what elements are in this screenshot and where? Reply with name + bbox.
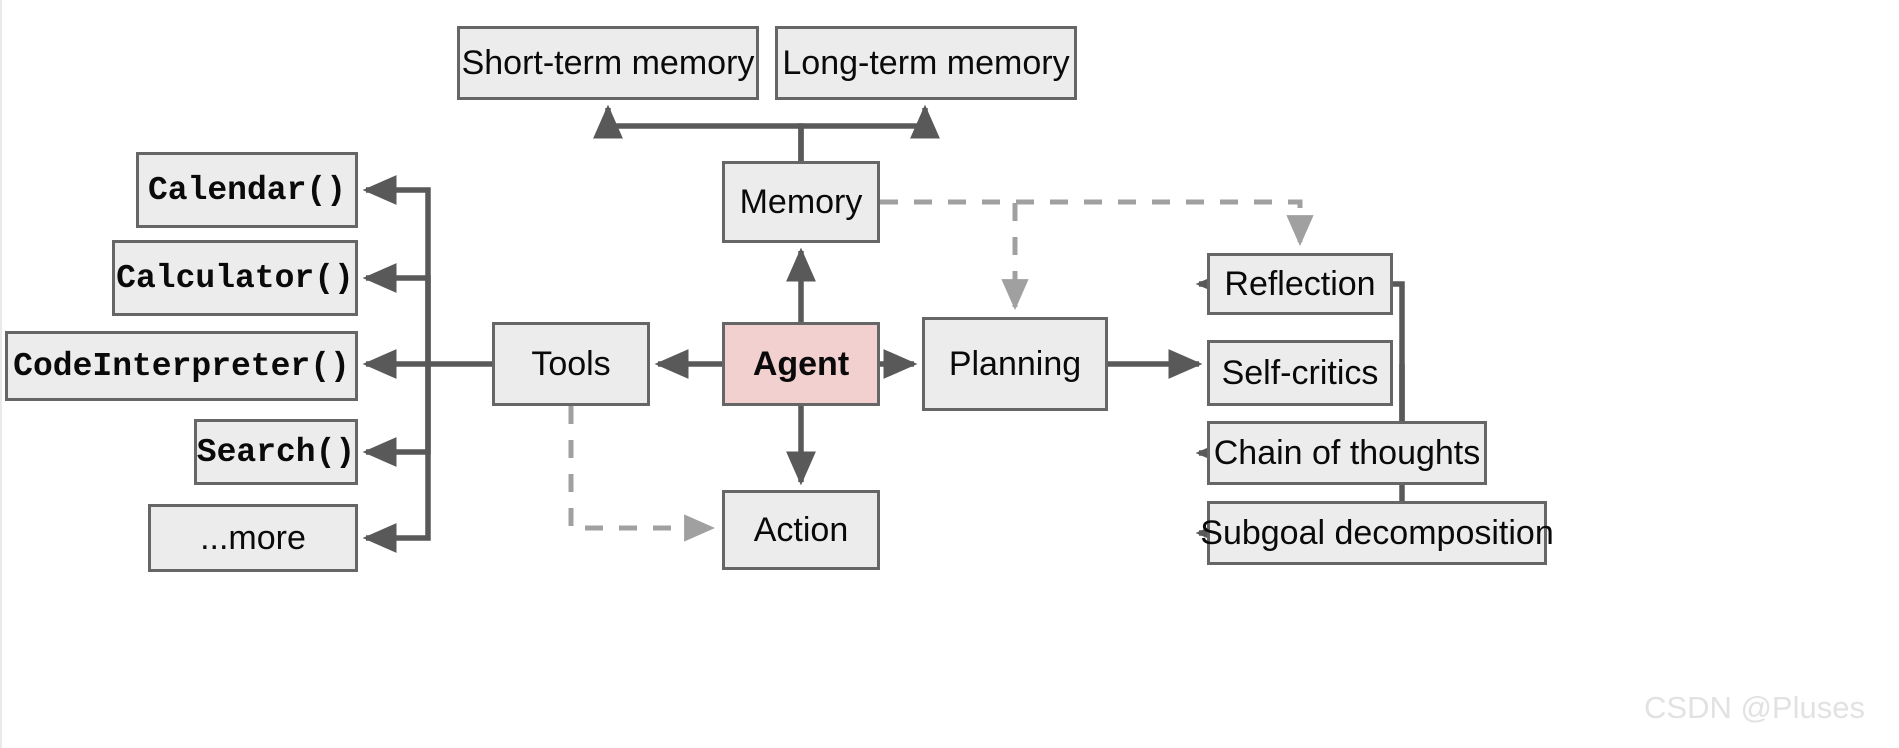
edge-tools-to-calculator (362, 262, 431, 364)
node-more[interactable]: ...more (148, 504, 358, 572)
node-reflection[interactable]: Reflection (1207, 253, 1393, 315)
edge-tools-to-more (362, 364, 431, 554)
edge-tools-to-action-dashed (568, 406, 716, 542)
edge-memory-to-planning-dashed (880, 199, 1029, 311)
node-chain-of-thoughts[interactable]: Chain of thoughts (1207, 421, 1487, 485)
node-search[interactable]: Search() (194, 419, 358, 485)
edge-tools-to-search (362, 364, 431, 468)
edge-memory-to-long-term-memory (798, 104, 941, 161)
node-long-term-memory[interactable]: Long-term memory (775, 26, 1077, 100)
node-calendar[interactable]: Calendar() (136, 152, 358, 228)
edge-memory-to-reflection-dashed (880, 199, 1314, 247)
node-agent[interactable]: Agent (722, 322, 880, 406)
node-action[interactable]: Action (722, 490, 880, 570)
watermark-label: CSDN @Pluses (1644, 690, 1865, 725)
node-code-interpreter[interactable]: CodeInterpreter() (5, 331, 358, 401)
node-tools[interactable]: Tools (492, 322, 650, 406)
node-short-term-memory[interactable]: Short-term memory (457, 26, 759, 100)
edge-tools-to-calendar (362, 174, 431, 364)
left-margin-rule (0, 0, 2, 748)
node-memory[interactable]: Memory (722, 161, 880, 243)
node-planning[interactable]: Planning (922, 317, 1108, 411)
node-subgoal-decomposition[interactable]: Subgoal decomposition (1200, 501, 1554, 565)
node-calculator[interactable]: Calculator() (112, 240, 358, 316)
node-self-critics[interactable]: Self-critics (1207, 340, 1393, 406)
edge-memory-to-short-term-memory (592, 104, 804, 161)
